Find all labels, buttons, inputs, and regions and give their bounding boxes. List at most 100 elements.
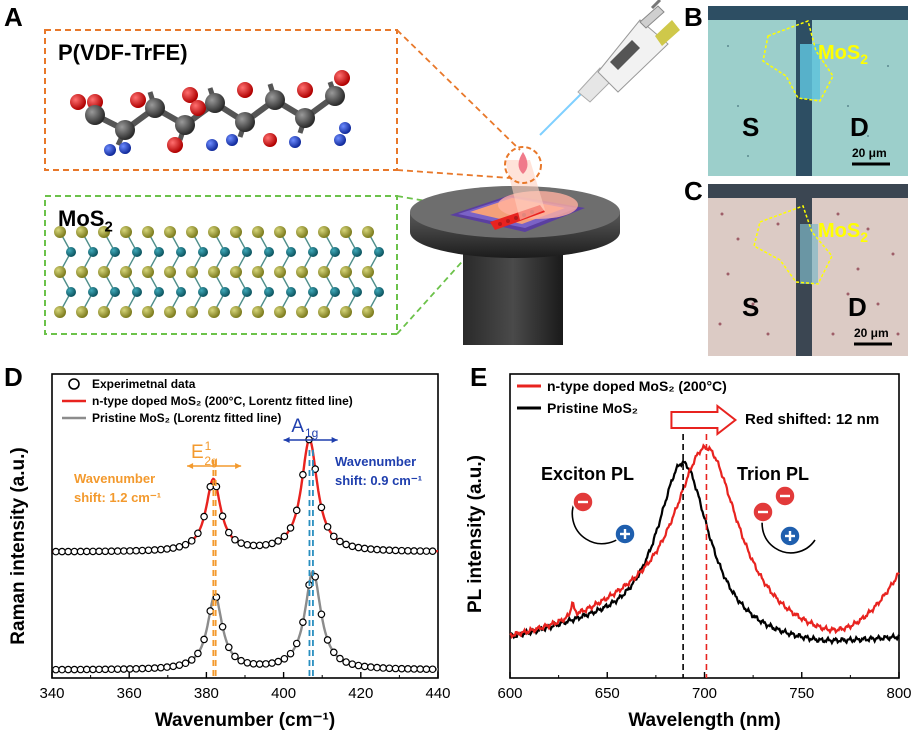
gray-data-point bbox=[348, 660, 357, 668]
red-data-point bbox=[144, 546, 153, 555]
mo-atom bbox=[154, 247, 164, 257]
red-data-point bbox=[113, 547, 122, 555]
red-data-point bbox=[89, 547, 97, 556]
e2g-arrowheads bbox=[187, 463, 242, 469]
legend-label: n-type doped MoS₂ (200°C, Lorentz fitted… bbox=[92, 394, 353, 408]
s-atom bbox=[362, 266, 374, 278]
red-shift-arrow bbox=[670, 403, 738, 437]
scale-label-c: 20 μm bbox=[854, 326, 889, 340]
red-data-point bbox=[150, 546, 159, 554]
s-atom bbox=[98, 226, 110, 238]
red-data-point bbox=[367, 545, 375, 553]
micrograph-b: MoS2 S D 20 μm bbox=[708, 6, 908, 176]
red-data-point bbox=[107, 547, 116, 555]
red-data-point bbox=[286, 524, 295, 532]
mo-atom bbox=[66, 247, 76, 257]
red-shift-label: Red shifted: 12 nm bbox=[745, 411, 879, 428]
red-data-point bbox=[391, 546, 400, 555]
red-data-point bbox=[354, 543, 363, 552]
s-atom bbox=[208, 226, 220, 238]
s-atom bbox=[296, 266, 308, 278]
mo-atom bbox=[330, 287, 340, 297]
s-atom bbox=[208, 266, 220, 278]
red-data-point bbox=[373, 545, 381, 554]
mos2-label-a: MoS2 bbox=[58, 206, 113, 236]
s-atom bbox=[362, 306, 374, 318]
red-data-point bbox=[299, 470, 307, 479]
mo-atom bbox=[264, 247, 274, 257]
panel-letter-b: B bbox=[684, 2, 703, 32]
device-stage bbox=[410, 146, 620, 345]
red-data-point bbox=[385, 546, 394, 555]
polymer-box bbox=[44, 29, 398, 171]
gray-data-point bbox=[367, 663, 375, 671]
s-atom bbox=[142, 306, 154, 318]
red-data-point bbox=[52, 547, 60, 556]
red-data-point bbox=[218, 512, 227, 520]
red-data-point bbox=[187, 537, 196, 545]
red-data-point bbox=[64, 547, 73, 556]
red-data-point bbox=[404, 546, 412, 555]
red-data-point bbox=[181, 540, 190, 549]
gray-data-point bbox=[317, 610, 326, 619]
x-axis-label: Wavenumber (cm⁻¹) bbox=[155, 710, 335, 731]
gray-data-point bbox=[336, 654, 344, 663]
mos2-box bbox=[44, 195, 398, 335]
mo-atom bbox=[132, 287, 142, 297]
s-atom bbox=[98, 266, 110, 278]
gray-data-point bbox=[385, 664, 394, 673]
gray-data-point bbox=[286, 649, 295, 658]
red-data-point bbox=[348, 542, 357, 551]
x-tick-label: 340 bbox=[39, 685, 64, 702]
red-data-point bbox=[101, 547, 110, 556]
s-atom bbox=[54, 266, 66, 278]
mo-atom bbox=[154, 287, 164, 297]
gray-data-point bbox=[200, 635, 208, 644]
gray-data-point bbox=[342, 658, 350, 666]
red-data-point bbox=[268, 539, 276, 548]
gray-data-point bbox=[391, 664, 400, 673]
drain-label-b: D bbox=[850, 112, 869, 142]
s-atom bbox=[186, 226, 198, 238]
e2g-shift-value: shift: 1.2 cm⁻¹ bbox=[74, 490, 161, 505]
red-data-point bbox=[428, 547, 437, 555]
red-data-point bbox=[157, 545, 165, 554]
panel-letter-c: C bbox=[684, 176, 703, 206]
polymer-molecule bbox=[70, 70, 351, 156]
gray-data-point bbox=[354, 661, 363, 670]
legend-label: Experimetnal data bbox=[92, 377, 196, 391]
red-data-point bbox=[82, 547, 91, 556]
gray-data-point bbox=[107, 665, 116, 674]
a1g-shift-value: shift: 0.9 cm⁻¹ bbox=[335, 473, 422, 488]
red-data-point bbox=[416, 547, 425, 555]
mo-atom bbox=[286, 247, 296, 257]
red-data-point bbox=[255, 541, 264, 550]
source-label-c: S bbox=[742, 292, 760, 322]
gray-data-point bbox=[163, 663, 171, 671]
red-data-point bbox=[336, 537, 344, 546]
red-data-point bbox=[323, 523, 332, 531]
source-label-b: S bbox=[742, 112, 760, 142]
mo-atom bbox=[286, 287, 296, 297]
mo-atom bbox=[308, 247, 318, 257]
gray-data-point bbox=[89, 665, 97, 674]
micrograph-c: MoS2 S D 20 μm bbox=[708, 184, 908, 356]
a1g-arrowheads bbox=[283, 437, 338, 443]
s-atom bbox=[252, 266, 264, 278]
s-atom bbox=[98, 306, 110, 318]
s-atom bbox=[230, 226, 242, 238]
s-atom bbox=[208, 306, 220, 318]
s-atom bbox=[252, 306, 264, 318]
mo-atom bbox=[352, 287, 362, 297]
s-atom bbox=[164, 306, 176, 318]
gray-data-point bbox=[397, 664, 406, 673]
mo-atom bbox=[132, 247, 142, 257]
s-atom bbox=[296, 226, 308, 238]
gray-data-point bbox=[181, 659, 190, 668]
gray-data-point bbox=[224, 643, 233, 652]
s-atom bbox=[120, 266, 132, 278]
s-atom bbox=[318, 266, 330, 278]
s-atom bbox=[274, 266, 286, 278]
x-tick-label: 650 bbox=[595, 685, 620, 702]
